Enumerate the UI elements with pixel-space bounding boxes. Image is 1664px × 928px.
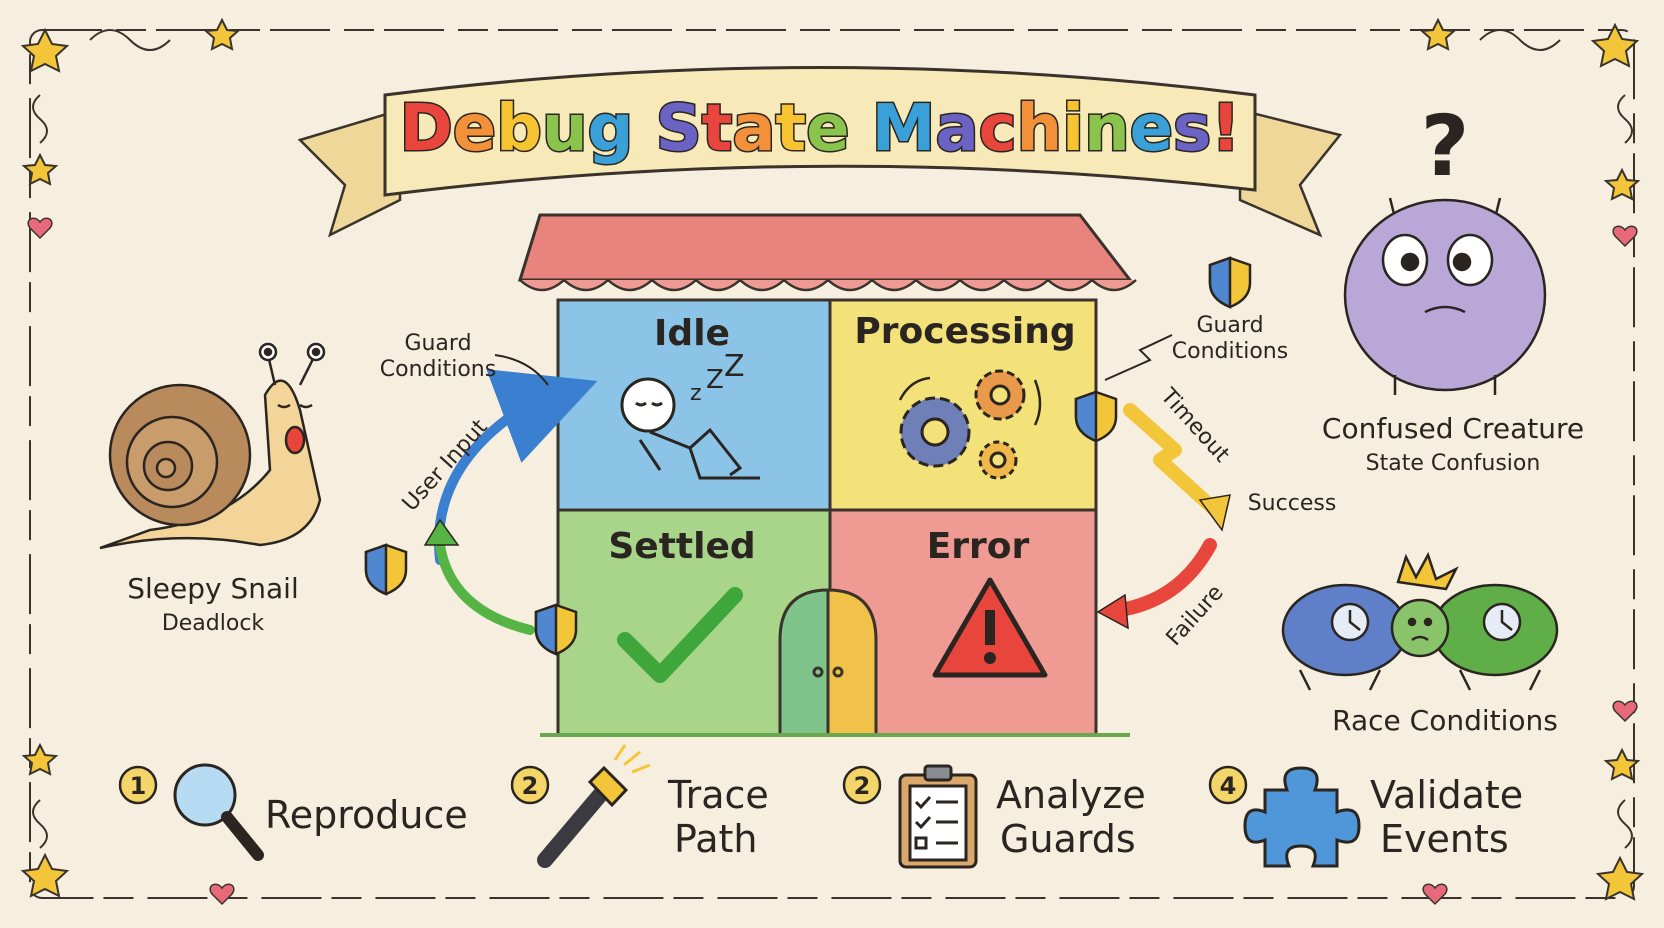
shield-icons: [364, 256, 1252, 656]
failure-arrow: [1113, 538, 1217, 617]
creature-issue: State Confusion: [1366, 451, 1541, 476]
guard-conditions-left-label-line1: Guard: [404, 331, 471, 356]
step-validate-events-label-line1: Validate: [1370, 773, 1523, 817]
return-arrow: [435, 540, 535, 635]
step-validate-events-number: 4: [1220, 772, 1237, 800]
sleeping-person-icon: z Z Z: [620, 349, 760, 480]
state-error-label: Error: [927, 526, 1030, 567]
confused-creature-illustration: [1343, 197, 1547, 395]
step-validate-events: 4 Validate Events: [1208, 765, 1523, 868]
step-analyze-guards-number: 2: [854, 772, 871, 800]
puzzle-piece-icon: [1243, 766, 1361, 868]
sketch-border: [29, 29, 1635, 899]
checkmark-icon: [617, 587, 743, 683]
guard-conditions-left-label-line2: Conditions: [380, 357, 496, 382]
warning-icon: [932, 577, 1048, 678]
failure-arrow-head: [1096, 593, 1129, 630]
step-reproduce-label: Reproduce: [265, 793, 468, 837]
svg-text:Z: Z: [724, 349, 745, 384]
turtles-name: Race Conditions: [1332, 704, 1558, 737]
step-trace-path-number: 2: [522, 772, 539, 800]
svg-text:z: z: [690, 381, 702, 406]
creature-name: Confused Creature: [1322, 412, 1584, 445]
gears-icon: [898, 369, 1042, 480]
flashlight-icon: [537, 744, 651, 868]
title-banner: [297, 66, 1343, 238]
state-processing-label: Processing: [854, 311, 1075, 352]
state-idle-label: Idle: [654, 313, 730, 354]
guard-left-pointer: [494, 354, 549, 386]
decoration-squiggles: [32, 29, 1633, 849]
svg-text:Z: Z: [706, 365, 724, 395]
transition-success-label: Success: [1248, 491, 1337, 516]
success-arrow-head: [1198, 494, 1231, 532]
decoration-hearts: [27, 217, 1638, 906]
state-idle-box: [556, 298, 832, 512]
step-analyze-guards-label-line1: Analyze: [996, 773, 1146, 817]
step-trace-path-label-line1: Trace: [667, 773, 769, 817]
state-settled-label: Settled: [608, 526, 755, 567]
snail-name: Sleepy Snail: [127, 572, 299, 605]
sleepy-snail-illustration: [99, 342, 326, 550]
timeout-success-arrow: [1123, 403, 1222, 517]
step-reproduce: 1 Reproduce: [118, 763, 468, 861]
house-roof: [517, 213, 1137, 292]
return-arrow-head: [423, 518, 460, 546]
guard-right-pointer: [1104, 334, 1173, 381]
house-body: [556, 298, 1098, 737]
step-trace-path-label-line2: Path: [674, 817, 757, 861]
guard-conditions-right-label-line1: Guard: [1196, 313, 1263, 338]
clipboard-checklist-icon: [898, 764, 978, 869]
user-input-arrow: [434, 369, 598, 565]
race-condition-turtles-illustration: [1281, 551, 1559, 691]
step-validate-events-label-line2: Events: [1380, 817, 1509, 861]
snail-issue: Deadlock: [162, 611, 265, 636]
step-trace-path: 2 Trace Path: [510, 744, 769, 868]
magnifying-glass-icon: [173, 763, 264, 861]
step-reproduce-number: 1: [130, 772, 147, 800]
step-analyze-guards: 2 Analyze Guards: [842, 764, 1146, 869]
question-mark-icon: ?: [1421, 97, 1470, 195]
step-analyze-guards-label-line2: Guards: [1000, 817, 1136, 861]
state-processing-box: [828, 298, 1098, 512]
guard-conditions-right-label-line2: Conditions: [1172, 339, 1288, 364]
decoration-stars: [20, 17, 1645, 901]
poster-title: Debug State Machines!: [400, 92, 1241, 166]
house-door: [778, 588, 878, 737]
